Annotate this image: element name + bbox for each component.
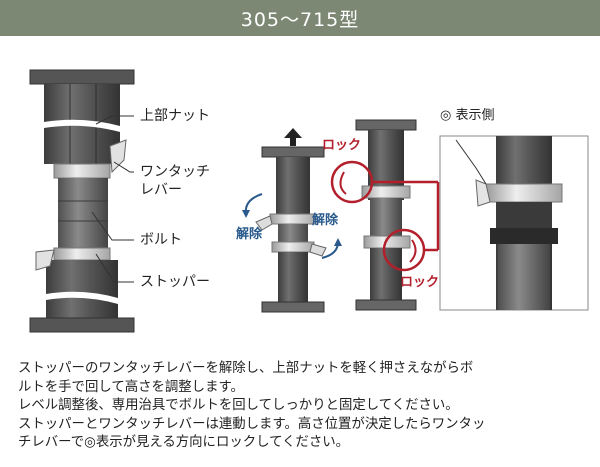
instruction-line-2: ルトを手で回して高さを調整します。 [18, 379, 244, 395]
label-top-nut: 上部ナット [140, 108, 210, 124]
label-bolt: ボルト [140, 232, 182, 248]
instruction-line-3: レベル調整後、専用治具でボルトを回してしっかりと固定してください。 [18, 398, 459, 414]
rotate-arrows [242, 193, 342, 259]
header-title: 305〜715型 [240, 8, 360, 31]
label-display-side: ◎ 表示側 [440, 107, 495, 125]
label-release-left: 解除 [236, 227, 263, 242]
label-lock-bottom: ロック [400, 275, 440, 290]
label-stopper: ストッパー [140, 274, 210, 290]
display-side-text: 表示側 [455, 108, 495, 123]
page-header: 305〜715型 [0, 0, 600, 36]
detail-box [439, 135, 589, 311]
instructions-text: ストッパーのワンタッチレバーを解除し、上部ナットを軽く押さえながらボ ルトを手で… [18, 360, 588, 453]
instruction-line-4: ストッパーとワンタッチレバーは連動します。高さ位置が決定したらワンタッ [18, 416, 486, 432]
label-one-touch-lever-2: レバー [140, 182, 182, 198]
circle-mark-icon: ◎ [440, 108, 452, 123]
lock-circles [330, 160, 440, 272]
label-lock-top: ロック [322, 138, 362, 153]
diagram-illustration [29, 69, 589, 333]
label-release-right: 解除 [312, 213, 339, 228]
instruction-line-5: チレバーで◎表示が見える方向にロックしてください。 [18, 435, 350, 451]
middle-support-left [255, 128, 327, 313]
instruction-line-1: ストッパーのワンタッチレバーを解除し、上部ナットを軽く押さえながらボ [18, 361, 474, 376]
main-support-illustration [29, 69, 135, 333]
label-one-touch-lever-1: ワンタッチ [140, 164, 210, 180]
support-diagram: 上部ナット ワンタッチ レバー ボルト ストッパー ロック ロック 解除 解除 … [0, 36, 600, 356]
lock-arrows [339, 171, 417, 263]
leader-lines [91, 115, 134, 283]
